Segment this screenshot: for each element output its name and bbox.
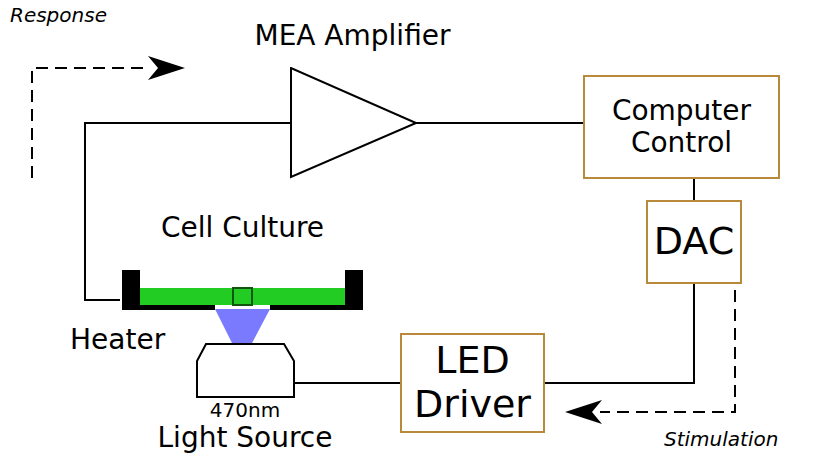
culture-label: Cell Culture bbox=[120, 212, 365, 244]
amplifier-label: MEA Amplifier bbox=[215, 20, 490, 52]
amplifier-symbol bbox=[290, 67, 418, 179]
lamp-housing bbox=[197, 344, 294, 397]
signal-wire bbox=[545, 284, 694, 383]
signal-label: Stimulation bbox=[664, 428, 778, 451]
stimulation-arrowhead bbox=[565, 400, 602, 424]
process-box: DAC bbox=[646, 200, 742, 284]
process-box: Computer Control bbox=[583, 75, 780, 179]
signal-label: Response bbox=[10, 4, 107, 27]
signal-wire bbox=[416, 122, 583, 124]
wavelength-label: 470nm bbox=[210, 399, 280, 422]
electrode-site bbox=[233, 288, 252, 305]
stimulation-arrow bbox=[600, 290, 735, 412]
box-label: DAC bbox=[654, 220, 734, 264]
response-arrowhead bbox=[148, 56, 185, 80]
culture-medium bbox=[140, 288, 345, 305]
culture-dish bbox=[120, 267, 365, 312]
amplifier: MEA Amplifier bbox=[215, 20, 490, 180]
amplifier-triangle bbox=[291, 68, 416, 177]
light-source-label: Light Source bbox=[158, 422, 333, 454]
part-label: Heater bbox=[70, 324, 165, 356]
light-beam bbox=[215, 309, 270, 345]
signal-wire bbox=[295, 382, 401, 384]
box-label: Computer Control bbox=[585, 95, 778, 159]
cell-culture-dish: Cell Culture bbox=[120, 212, 365, 312]
box-label: LED Driver bbox=[402, 339, 543, 426]
signal-wire bbox=[693, 179, 695, 200]
light-source-body bbox=[196, 343, 295, 399]
light-source: 470nmLight Source bbox=[150, 343, 340, 468]
process-box: LED Driver bbox=[400, 333, 545, 433]
